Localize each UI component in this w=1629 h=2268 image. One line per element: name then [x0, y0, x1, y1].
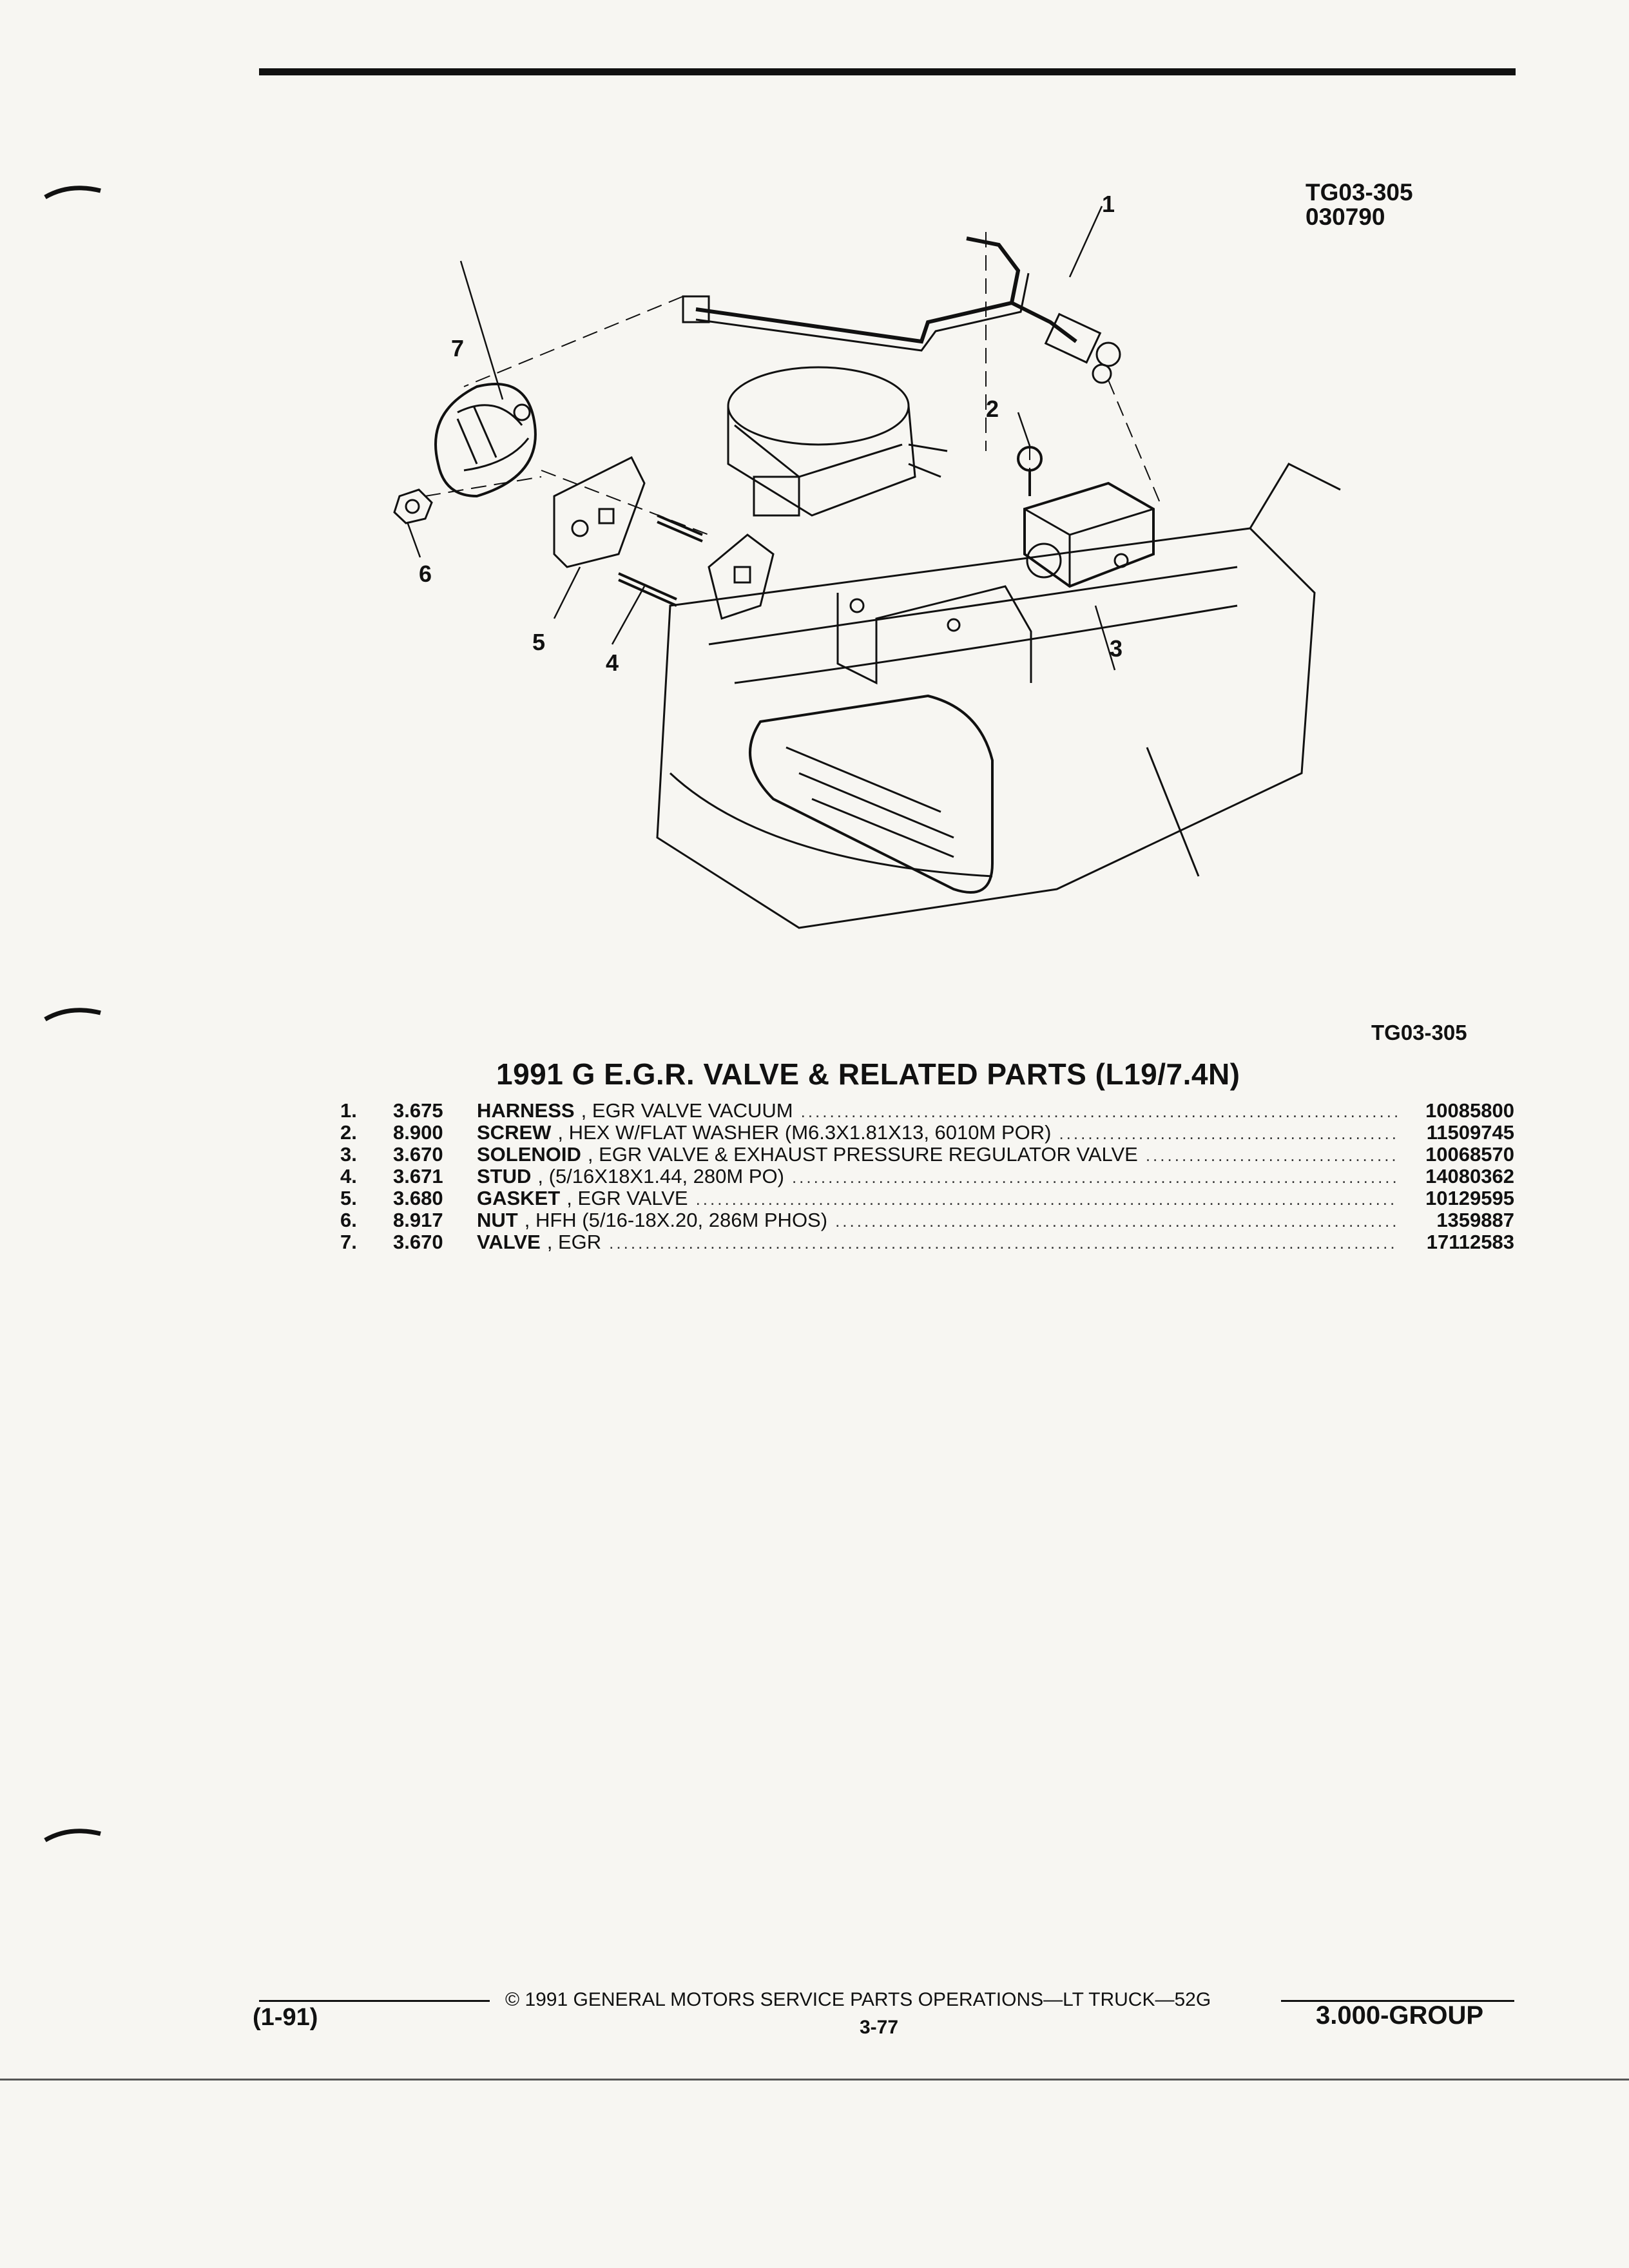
leader-dots: ........................................… — [835, 1211, 1398, 1231]
part-number: 6. — [340, 1209, 357, 1231]
gasket — [553, 456, 646, 568]
part-name: STUD — [477, 1165, 532, 1187]
egr-exploded-diagram — [393, 206, 1341, 929]
leader-dots: ........................................… — [695, 1189, 1398, 1209]
figure-date: 030790 — [1306, 204, 1385, 230]
figure-header: TG03-305 030790 — [1306, 180, 1413, 229]
egr-valve-body — [434, 383, 537, 498]
part-description: , EGR VALVE VACUUM — [581, 1099, 793, 1122]
throttle-body — [727, 366, 910, 446]
part-group: 8.917 — [393, 1209, 443, 1231]
part-number: 1. — [340, 1099, 357, 1122]
footer-rule-left — [259, 2000, 490, 2002]
part-no: 14080362 — [1425, 1165, 1514, 1187]
part-number: 2. — [340, 1121, 357, 1144]
footer-copyright: © 1991 GENERAL MOTORS SERVICE PARTS OPER… — [505, 1989, 1211, 2010]
part-row: 2. 8.900 SCREW , HEX W/FLAT WASHER (M6.3… — [340, 1121, 1514, 1144]
page-bottom-rule — [0, 2079, 1629, 2081]
part-row: 1. 3.675 HARNESS , EGR VALVE VACUUM ....… — [340, 1099, 1514, 1122]
binder-mark — [44, 1008, 101, 1022]
header-rule — [259, 68, 1516, 75]
part-number: 7. — [340, 1231, 357, 1253]
part-description: , EGR VALVE — [566, 1187, 688, 1209]
part-row: 5. 3.680 GASKET , EGR VALVE ............… — [340, 1187, 1514, 1209]
part-group: 3.675 — [393, 1099, 443, 1122]
callout-6: 6 — [419, 561, 432, 587]
leader-dots: ........................................… — [609, 1233, 1398, 1253]
valve-cover — [749, 694, 994, 894]
part-no: 1359887 — [1436, 1209, 1514, 1231]
part-group: 3.680 — [393, 1187, 443, 1209]
part-no: 11509745 — [1426, 1121, 1514, 1144]
figure-code: TG03-305 — [1306, 179, 1413, 206]
figure-ref: TG03-305 — [1371, 1021, 1467, 1044]
nut — [393, 488, 433, 524]
callout-7: 7 — [451, 335, 465, 361]
parts-list: 1. 3.675 HARNESS , EGR VALVE VACUUM ....… — [340, 1099, 1514, 1253]
part-name: NUT — [477, 1209, 518, 1231]
part-number: 5. — [340, 1187, 357, 1209]
binder-mark — [44, 1829, 101, 1843]
binder-mark — [44, 186, 101, 200]
part-description: , EGR — [546, 1231, 602, 1253]
part-no: 10068570 — [1425, 1143, 1514, 1166]
part-row: 7. 3.670 VALVE , EGR ...................… — [340, 1231, 1514, 1253]
page-number: 3-77 — [860, 2017, 899, 2038]
stud — [657, 514, 703, 543]
intake-manifold — [656, 527, 1316, 929]
bracket — [836, 585, 1032, 685]
part-group: 3.670 — [393, 1143, 443, 1166]
leader-dots: ........................................… — [791, 1168, 1398, 1187]
callout-5: 5 — [532, 629, 546, 655]
footer-group: 3.000-GROUP — [1316, 2001, 1484, 2030]
footer-revision: (1-91) — [253, 2004, 318, 2031]
part-name: GASKET — [477, 1187, 561, 1209]
part-number: 3. — [340, 1143, 357, 1166]
part-description: , HFH (5/16-18X.20, 286M PHOS) — [524, 1209, 828, 1231]
part-row: 6. 8.917 NUT , HFH (5/16-18X.20, 286M PH… — [340, 1209, 1514, 1231]
part-group: 3.670 — [393, 1231, 443, 1253]
callout-2: 2 — [986, 396, 999, 422]
callout-4: 4 — [606, 649, 619, 676]
leader-dots: ........................................… — [1059, 1124, 1398, 1143]
stud — [618, 572, 677, 607]
part-description: , (5/16X18X1.44, 280M PO) — [537, 1165, 784, 1187]
part-name: SCREW — [477, 1121, 552, 1144]
part-description: , EGR VALVE & EXHAUST PRESSURE REGULATOR… — [587, 1143, 1138, 1166]
part-no: 17112583 — [1426, 1231, 1514, 1253]
footer-rule-right — [1281, 2000, 1514, 2002]
part-name: HARNESS — [477, 1099, 575, 1122]
solenoid — [1023, 481, 1155, 588]
part-name: SOLENOID — [477, 1143, 581, 1166]
part-name: VALVE — [477, 1231, 541, 1253]
page-title: 1991 G E.G.R. VALVE & RELATED PARTS (L19… — [496, 1057, 1240, 1091]
part-no: 10129595 — [1425, 1187, 1514, 1209]
callout-3: 3 — [1110, 635, 1123, 662]
part-group: 3.671 — [393, 1165, 443, 1187]
part-group: 8.900 — [393, 1121, 443, 1144]
part-row: 3. 3.670 SOLENOID , EGR VALVE & EXHAUST … — [340, 1143, 1514, 1166]
part-description: , HEX W/FLAT WASHER (M6.3X1.81X13, 6010M… — [557, 1121, 1052, 1144]
part-no: 10085800 — [1425, 1099, 1514, 1122]
callout-1: 1 — [1102, 191, 1115, 217]
part-row: 4. 3.671 STUD , (5/16X18X1.44, 280M PO) … — [340, 1165, 1514, 1187]
part-number: 4. — [340, 1165, 357, 1187]
leader-dots: ........................................… — [800, 1102, 1398, 1121]
leader-dots: ........................................… — [1145, 1146, 1398, 1165]
